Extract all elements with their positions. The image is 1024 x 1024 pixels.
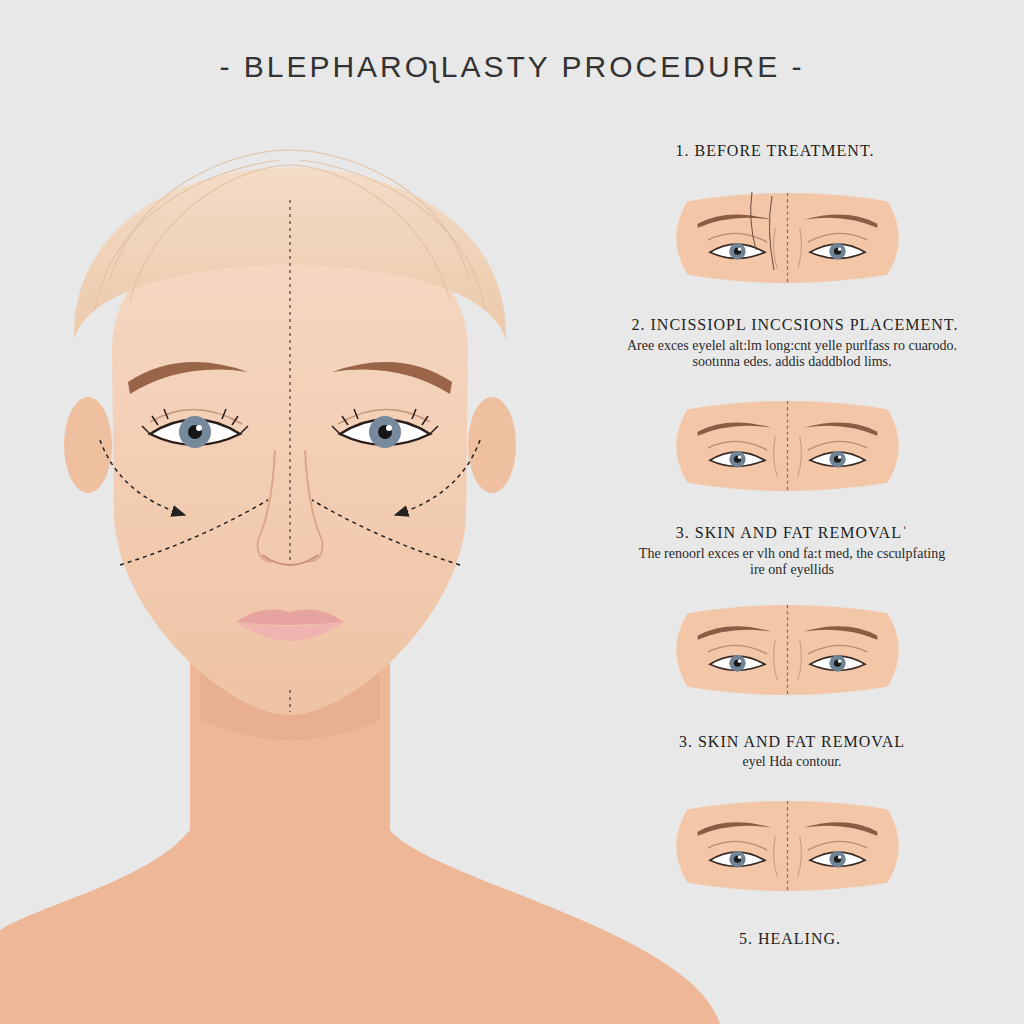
eye-panel [676,401,899,491]
eye-panel [676,193,899,283]
step-heading: 5. HEALING. [739,930,841,948]
nostrils [262,555,318,565]
lower-lip [236,622,344,641]
step-description: The renoorl exces er vlh ond fa:t med, t… [632,546,952,578]
ear [468,397,516,493]
incision-guides [100,440,480,565]
upper-lip [236,610,344,625]
eye-panels [676,192,899,891]
eyebrow [332,362,452,394]
step-heading: 3. SKIN AND FAT REMOVALˈ [676,524,908,542]
lashes [332,409,438,434]
lashes [142,409,248,434]
eyebrow [128,362,248,394]
step-heading: 1. BEFORE TREATMENT. [676,142,875,160]
neck-shoulders [0,640,720,1024]
eye-panel [676,605,899,695]
center-line [289,690,291,712]
step-description: eyel Hda contour. [632,754,952,770]
step-heading: 2. INCISSIOPL INCCSIONS PLACEMENT. [632,316,959,334]
step-heading: 3. SKIN AND FAT REMOVAL [679,733,905,751]
center-line [289,200,291,560]
nose [258,450,323,562]
diagram-title: - BLEPHAROʅLASTY PROCEDURE - [219,50,804,84]
eye-panel [676,801,899,891]
ear [64,397,112,493]
marking-lines [751,192,774,270]
body-figure [0,150,720,1024]
iris [179,416,211,448]
step-description: Aree exces eyelel alt:lm long:cnt yelle … [620,338,965,370]
iris [369,416,401,448]
